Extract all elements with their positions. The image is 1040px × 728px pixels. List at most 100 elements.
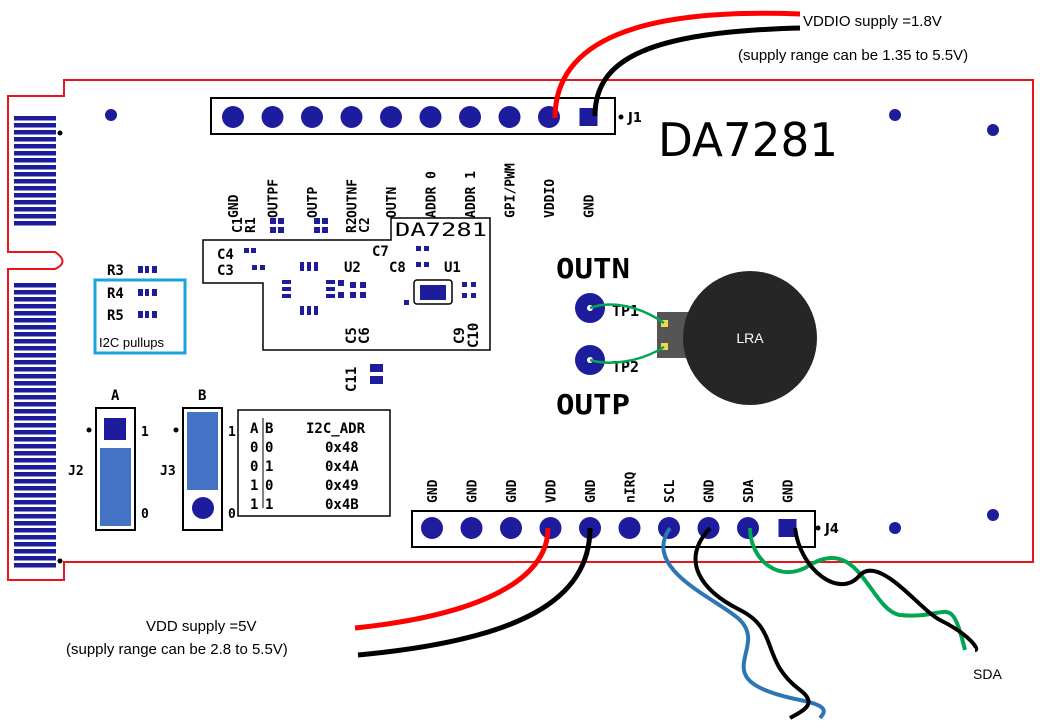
edge-finger: [14, 395, 56, 400]
edge-finger: [14, 444, 56, 449]
component-pad: [260, 265, 265, 270]
component-pad: [244, 248, 249, 253]
address-table-outline: [237, 409, 391, 517]
edge-finger: [14, 221, 56, 226]
j1-pads: [222, 106, 598, 128]
mounting-hole: [889, 109, 901, 121]
jumper-b-label: B: [198, 388, 206, 404]
j3-outline: [182, 407, 223, 531]
vdd-range-label: (supply range can be 2.8 to 5.5V): [66, 641, 288, 658]
edge-finger: [14, 116, 56, 121]
component-pad: [251, 248, 256, 253]
header-pad: [261, 106, 284, 128]
header-pin-label: GND: [584, 479, 599, 503]
u2-footprint: [282, 262, 344, 315]
sda-label: SDA: [973, 666, 1002, 682]
edge-finger: [14, 151, 56, 156]
label-c4: C4: [217, 247, 234, 263]
mounting-hole: [889, 522, 901, 534]
j2-outline: [95, 407, 136, 531]
j1-header-outline: [210, 97, 616, 135]
header-pad: [498, 106, 521, 128]
header-pin-label: SCL: [663, 479, 678, 503]
edge-finger: [14, 346, 56, 351]
vddio-range-label: (supply range can be 1.35 to 5.5V): [738, 47, 968, 64]
edge-finger: [14, 144, 56, 149]
header-pad: [301, 106, 323, 128]
vddio-supply-label: VDDIO supply =1.8V: [803, 13, 942, 30]
edge-finger: [14, 207, 56, 212]
header-pin-label: VDD: [545, 479, 560, 503]
header-pin-label: GND: [466, 479, 481, 503]
component-pad: [424, 246, 429, 251]
edge-finger: [14, 367, 56, 372]
edge-finger: [14, 339, 56, 344]
edge-connector-bottom: [14, 283, 56, 568]
edge-connector-top: [14, 116, 56, 226]
header-pin-label: GND: [782, 479, 797, 503]
edge-finger: [14, 535, 56, 540]
vddio-wire-black: [592, 25, 801, 117]
header-pad: [500, 517, 522, 539]
header-pad: [340, 106, 363, 128]
component-pad: [322, 227, 328, 233]
component-pad: [278, 227, 284, 233]
edge-finger: [14, 479, 56, 484]
lra-wire-tp2: [589, 345, 665, 364]
edge-finger: [14, 521, 56, 526]
label-u1: U1: [444, 260, 461, 276]
j1-pin1-dot: [618, 114, 624, 120]
edge-finger: [14, 137, 56, 142]
edge-finger: [14, 325, 56, 330]
edge-finger: [14, 388, 56, 393]
addr-table-cell: 0x49: [325, 478, 359, 494]
addr-table-cell: 1: [250, 478, 258, 494]
address-table: A B I2C_ADR 0 0 0x48 0 1 0x4A 1 0 0x49 1…: [250, 421, 366, 513]
edge-finger: [14, 360, 56, 365]
j4-pads: [421, 517, 797, 539]
component-pad: [370, 376, 383, 384]
scl-wire-blue: [661, 526, 826, 720]
component-pad: [314, 227, 320, 233]
header-pad: [460, 517, 483, 539]
edge-finger: [14, 130, 56, 135]
component-pad: [416, 262, 421, 267]
edge-finger: [14, 507, 56, 512]
component-pad: [270, 227, 276, 233]
sda-wire-green: [748, 527, 967, 651]
header-pad: [222, 106, 244, 128]
edge-finger: [14, 542, 56, 547]
j2-pin1-dot: [86, 427, 92, 433]
edge-finger: [14, 549, 56, 554]
component-pad: [350, 282, 356, 288]
edge-finger: [14, 472, 56, 477]
j3-pin1-dot: [173, 427, 179, 433]
j4-pin1-dot: [815, 525, 821, 531]
sda-wire-black: [793, 527, 979, 652]
addr-table-header-a: A: [250, 421, 259, 437]
edge-finger: [14, 123, 56, 128]
label-c2: C2: [358, 217, 373, 233]
j3-label: J3: [160, 464, 176, 479]
label-c5: C5: [344, 327, 360, 344]
edge-finger: [14, 458, 56, 463]
header-pin-label: OUTNF: [346, 179, 361, 218]
addr-table-cell: 0x4A: [325, 459, 359, 475]
header-pin1-pad: [778, 519, 797, 537]
addr-table-header-b: B: [265, 421, 273, 437]
edge-finger: [14, 179, 56, 184]
label-c1: C1: [231, 217, 246, 233]
header-pin-label: ADDR 0: [425, 171, 440, 218]
header-pin-label: GPI/PWM: [504, 163, 519, 218]
edge-finger: [14, 465, 56, 470]
u1-footprint: [404, 279, 476, 305]
lra-label: LRA: [736, 330, 764, 346]
j2-shunt: [100, 448, 131, 526]
edge-finger: [14, 563, 56, 568]
label-u2: U2: [344, 260, 361, 276]
vdd-supply-label: VDD supply =5V: [146, 618, 256, 635]
addr-table-cell: 0: [265, 478, 273, 494]
